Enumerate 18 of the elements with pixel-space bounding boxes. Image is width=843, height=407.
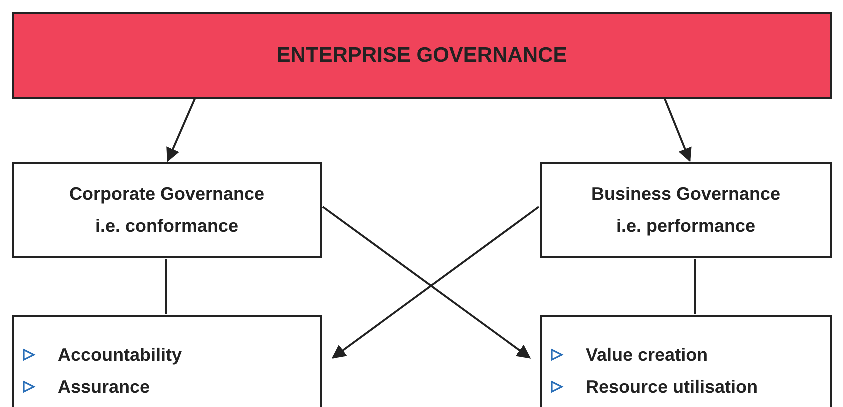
arrow — [166, 98, 196, 162]
connector-line — [165, 259, 167, 314]
node-text: i.e. conformance — [95, 215, 239, 238]
list-box — [12, 315, 322, 407]
node-text: Value creation — [586, 344, 708, 366]
node-text: i.e. performance — [616, 215, 756, 238]
title-band — [12, 12, 832, 99]
connector-line — [694, 259, 696, 314]
node-text: ENTERPRISE GOVERNANCE — [276, 44, 568, 68]
node-text: Corporate Governance — [69, 183, 265, 206]
node-text: Resource utilisation — [586, 376, 758, 398]
node-text: Accountability — [58, 344, 182, 366]
node-text: Business Governance — [591, 183, 781, 206]
process-box — [12, 162, 322, 258]
process-box — [540, 162, 832, 258]
arrow — [664, 98, 692, 162]
node-text: Assurance — [58, 376, 150, 398]
list-box — [540, 315, 832, 407]
